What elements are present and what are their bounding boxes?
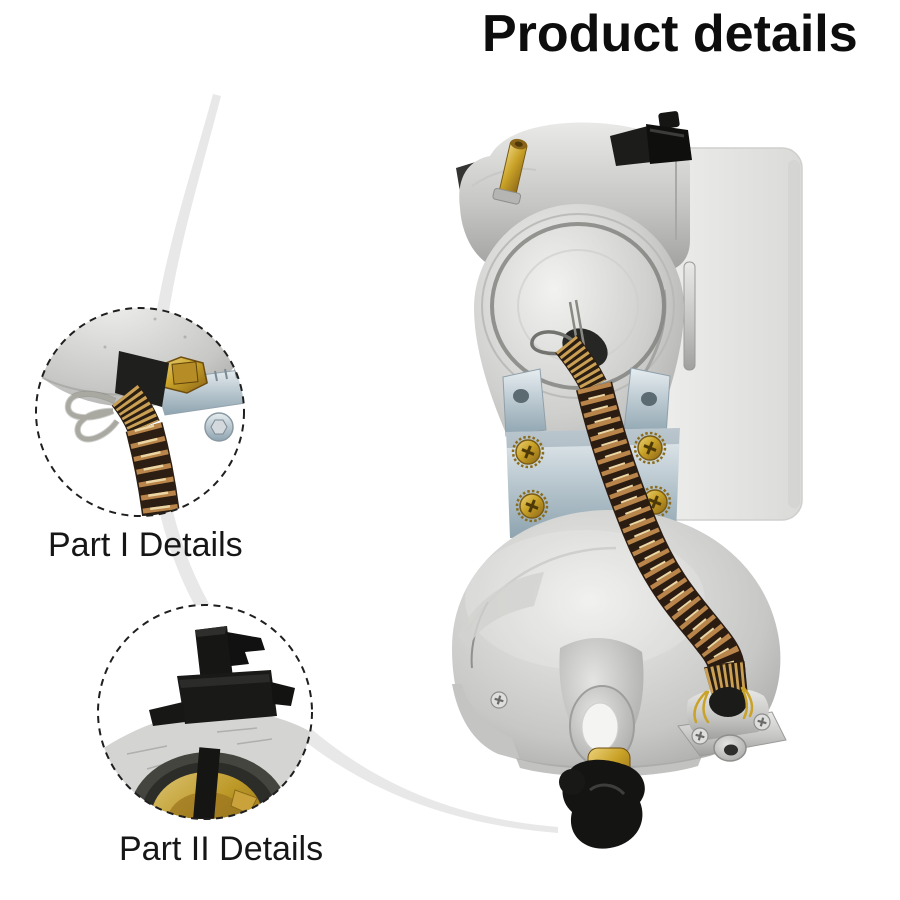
choke-lever-black-parts [610, 111, 692, 166]
bottom-boss-and-drain-cap [559, 637, 645, 849]
spring-wrapped-fuel-hose [530, 299, 754, 724]
callout-1-label: Part I Details [48, 526, 243, 564]
part-1-dashed-border [35, 307, 245, 517]
brass-inlet-pipe [492, 138, 528, 205]
main-product-photo [452, 111, 803, 849]
part-1-closeup-photo [36, 308, 244, 516]
part-2-dashed-border [97, 604, 313, 820]
callout-part-2 [97, 604, 313, 820]
callout-2-label: Part II Details [119, 830, 324, 868]
callout-part-1 [35, 307, 245, 517]
page-title: Product details [482, 5, 858, 63]
